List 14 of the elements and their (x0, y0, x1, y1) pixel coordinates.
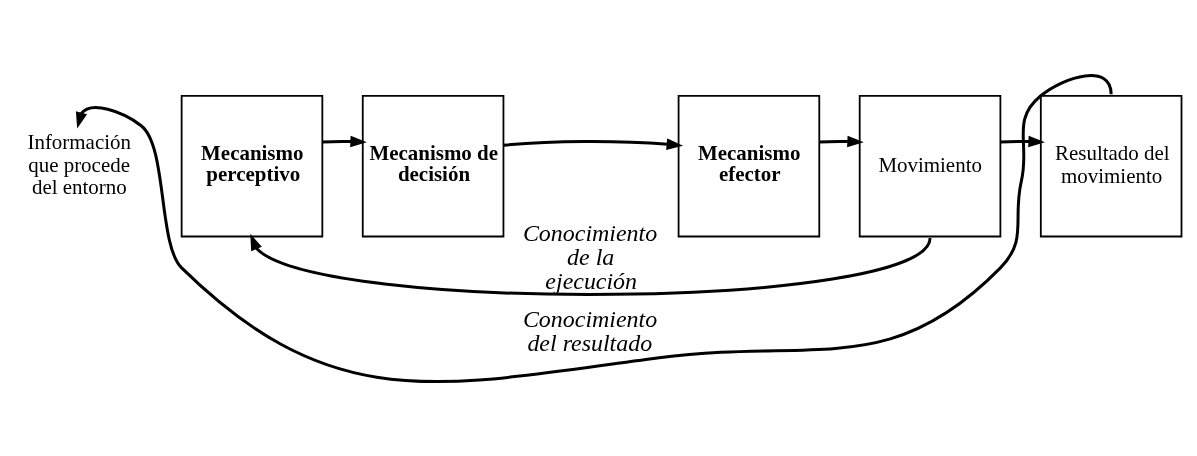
arrow (75, 73, 1113, 383)
node-box: Movimiento (858, 94, 1002, 237)
arrow (250, 233, 932, 296)
arrow (322, 135, 367, 147)
node-box: Mecanismo efector (677, 94, 821, 237)
arrow (819, 135, 864, 147)
edge-label: Conocimiento de la ejecución (522, 219, 658, 294)
node-text: Información que procede del entorno (27, 129, 131, 199)
node-box: Resultado del movimiento (1039, 94, 1183, 237)
arrow (503, 137, 684, 150)
edge-label: Conocimiento del resultado (522, 305, 658, 356)
node-box: Mecanismo de decisión (361, 94, 505, 237)
node-box: Mecanismo perceptivo (180, 94, 324, 237)
arrow (1000, 135, 1045, 147)
